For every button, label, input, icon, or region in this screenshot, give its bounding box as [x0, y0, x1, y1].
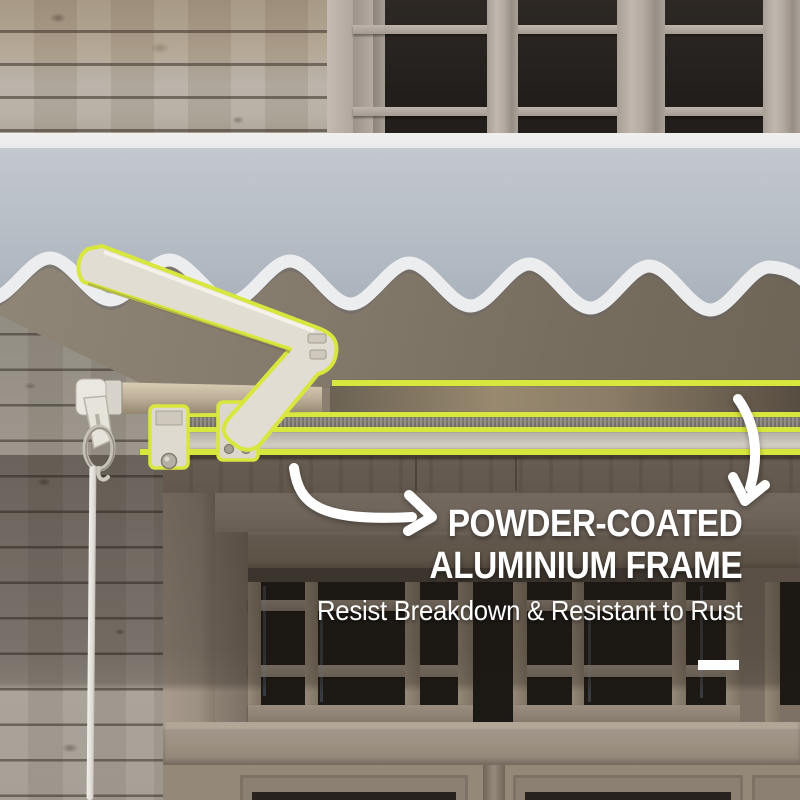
- muntin: [513, 600, 740, 611]
- left-curved-arrow: [289, 463, 417, 523]
- window-lintel: [163, 455, 800, 493]
- lower-window-frame-left: [215, 532, 248, 722]
- muntin: [672, 582, 686, 705]
- lower-window-outer-trim: [163, 493, 800, 532]
- raised-panel: [513, 775, 743, 800]
- upper-window-left-frame: [327, 0, 353, 137]
- roller-bar-shaded: [186, 417, 800, 428]
- upper-window-rail: [353, 107, 800, 116]
- sash-bottom-rail: [513, 705, 740, 722]
- window-panes: [248, 568, 800, 722]
- sash-bottom-rail: [248, 705, 473, 722]
- muntin: [405, 582, 420, 705]
- elbow-tab: [309, 349, 327, 360]
- right-curved-arrow: [733, 394, 761, 493]
- lintel-crack: [415, 457, 417, 491]
- sash-stile: [458, 582, 473, 705]
- wall-bracket-slot: [155, 410, 183, 426]
- pane-reflection: [588, 614, 591, 702]
- left-curved-arrow-head: [403, 490, 437, 536]
- muntin: [248, 600, 473, 611]
- valance-fabric: [0, 148, 800, 305]
- upper-window-rail: [353, 25, 800, 34]
- upper-left-wood-siding: [0, 0, 327, 137]
- sash-stile: [248, 582, 261, 705]
- white-underline-dash: [698, 660, 739, 670]
- arm-top-highlight: [103, 250, 315, 333]
- highlight-line: [188, 427, 800, 432]
- feature-callout: POWDER-COATED ALUMINIUM FRAME Resist Bre…: [280, 503, 743, 626]
- lower-wall-panels: [163, 765, 800, 800]
- upper-window-left-frame-edge: [373, 0, 385, 137]
- muntin: [572, 582, 584, 705]
- upper-window-mullion: [617, 0, 665, 137]
- raised-panel: [240, 775, 468, 800]
- sash-stile: [726, 582, 740, 705]
- window-recess: [248, 568, 800, 582]
- clamp-bolt: [223, 443, 235, 455]
- panel-pane: [252, 792, 456, 800]
- feature-heading-line1: POWDER-COATED: [447, 503, 742, 545]
- upper-window-mullion: [763, 0, 800, 137]
- elbow-tab: [307, 333, 327, 344]
- pane-reflection: [320, 614, 323, 702]
- right-curved-arrow-head: [728, 472, 770, 506]
- bracket-screw-highlight: [164, 456, 170, 462]
- raised-panel: [752, 775, 800, 800]
- muntin: [305, 582, 318, 705]
- pane-reflection: [263, 586, 266, 696]
- panel-divider: [483, 765, 505, 800]
- arm-bottom-shade: [87, 282, 291, 354]
- crank-hook: [96, 466, 110, 482]
- window-sliver-trim: [765, 582, 780, 722]
- window-sliver-pane: [780, 582, 800, 705]
- lintel-crack: [515, 457, 517, 491]
- feature-subtitle: Resist Breakdown & Resistant to Rust: [316, 595, 743, 626]
- square-torsion-bar: [186, 432, 800, 450]
- highlight-line: [188, 412, 800, 417]
- highlight-line: [332, 380, 800, 386]
- upper-window-mullion: [487, 0, 518, 137]
- sash-stile: [513, 582, 527, 705]
- upper-window-left-frame-inner: [353, 0, 373, 137]
- window-sill-band: [163, 722, 800, 765]
- pane-reflection: [700, 586, 703, 698]
- folding-arm: [76, 244, 339, 452]
- panel-pane: [525, 792, 731, 800]
- highlight-line: [140, 449, 800, 455]
- feature-heading-line2: ALUMINIUM FRAME: [429, 545, 742, 587]
- lower-window-frame: [215, 532, 800, 568]
- upper-window: [327, 0, 800, 137]
- awning-shadow-gap: [330, 386, 800, 412]
